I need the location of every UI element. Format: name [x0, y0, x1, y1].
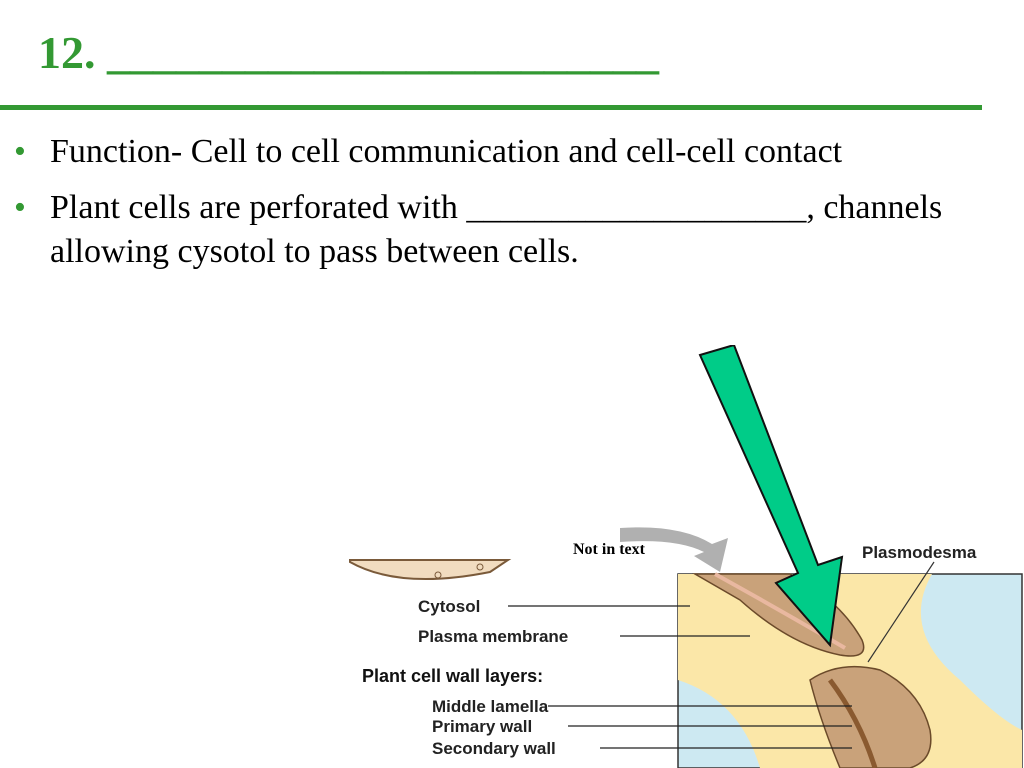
bullet-text: Plant cells are perforated with ________…: [50, 189, 943, 270]
not-in-text-note: Not in text: [573, 541, 646, 558]
magnify-arrow: [620, 527, 728, 572]
title-divider: [0, 105, 982, 110]
plasmodesma-pointer: [867, 561, 935, 663]
cell-wall-diagram: Not in text Plasmodesma Cytosol Plasma m…: [349, 527, 1023, 768]
magnified-view: [677, 561, 1023, 768]
wall-layers-heading: Plant cell wall layers:: [362, 666, 543, 686]
slide-title: 12. ________________________: [38, 27, 659, 78]
cell-sketch-dot: [476, 563, 484, 571]
bullet-marker: •: [14, 189, 26, 226]
cell-sketch-dot: [434, 571, 442, 579]
cytosol-label: Cytosol: [418, 597, 480, 616]
cell-wall-figure: Not in text Plasmodesma Cytosol Plasma m…: [340, 520, 1024, 768]
primary-wall-label: Primary wall: [432, 717, 532, 736]
middle-lamella-label: Middle lamella: [432, 697, 549, 716]
bullet-marker: •: [14, 133, 26, 170]
cell-sketch: [349, 559, 512, 581]
plasmodesma-label: Plasmodesma: [862, 543, 977, 562]
middle-lamella-lower: [827, 678, 878, 768]
bullet-list: • Function- Cell to cell communication a…: [14, 130, 974, 286]
bullet-plasmodesmata: • Plant cells are perforated with ______…: [14, 186, 974, 274]
plasma-membrane-label: Plasma membrane: [418, 627, 568, 646]
bullet-text: Function- Cell to cell communication and…: [50, 133, 843, 170]
secondary-wall-label: Secondary wall: [432, 739, 556, 758]
green-pointer-arrow: [698, 345, 844, 648]
green-arrow-shape: [698, 345, 844, 648]
bullet-function: • Function- Cell to cell communication a…: [14, 130, 974, 174]
